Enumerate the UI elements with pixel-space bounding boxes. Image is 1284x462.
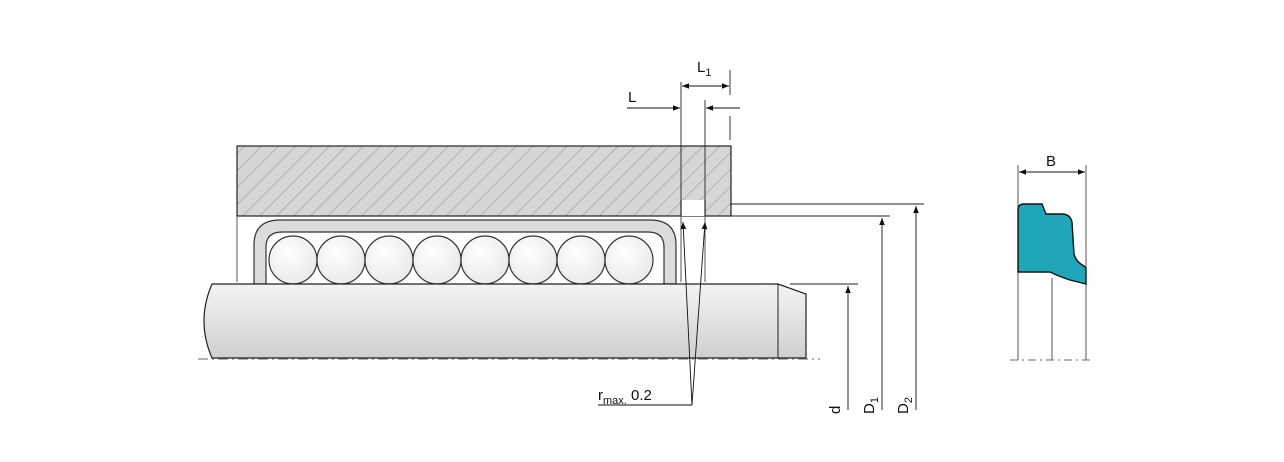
housing xyxy=(236,145,732,217)
ball xyxy=(364,235,414,285)
seal-profile xyxy=(1010,165,1094,361)
ball xyxy=(268,235,318,285)
shaft xyxy=(198,283,820,360)
ball xyxy=(412,235,462,285)
ball xyxy=(508,235,558,285)
label-d: d xyxy=(827,406,844,414)
label-L1: L1 xyxy=(697,59,711,79)
ball xyxy=(460,235,510,285)
label-B: B xyxy=(1046,153,1056,170)
label-D2: D2 xyxy=(895,397,915,414)
radius-leaders xyxy=(598,221,708,406)
balls xyxy=(268,235,654,285)
label-L: L xyxy=(628,89,636,106)
ball xyxy=(556,235,606,285)
ball xyxy=(604,235,654,285)
dim-L-L1 xyxy=(627,70,740,200)
dim-diameters xyxy=(730,203,924,410)
ball xyxy=(316,235,366,285)
seal-shape xyxy=(1017,203,1087,285)
label-rmax: rmax. 0.2 xyxy=(598,387,652,407)
label-D1: D1 xyxy=(861,397,881,414)
